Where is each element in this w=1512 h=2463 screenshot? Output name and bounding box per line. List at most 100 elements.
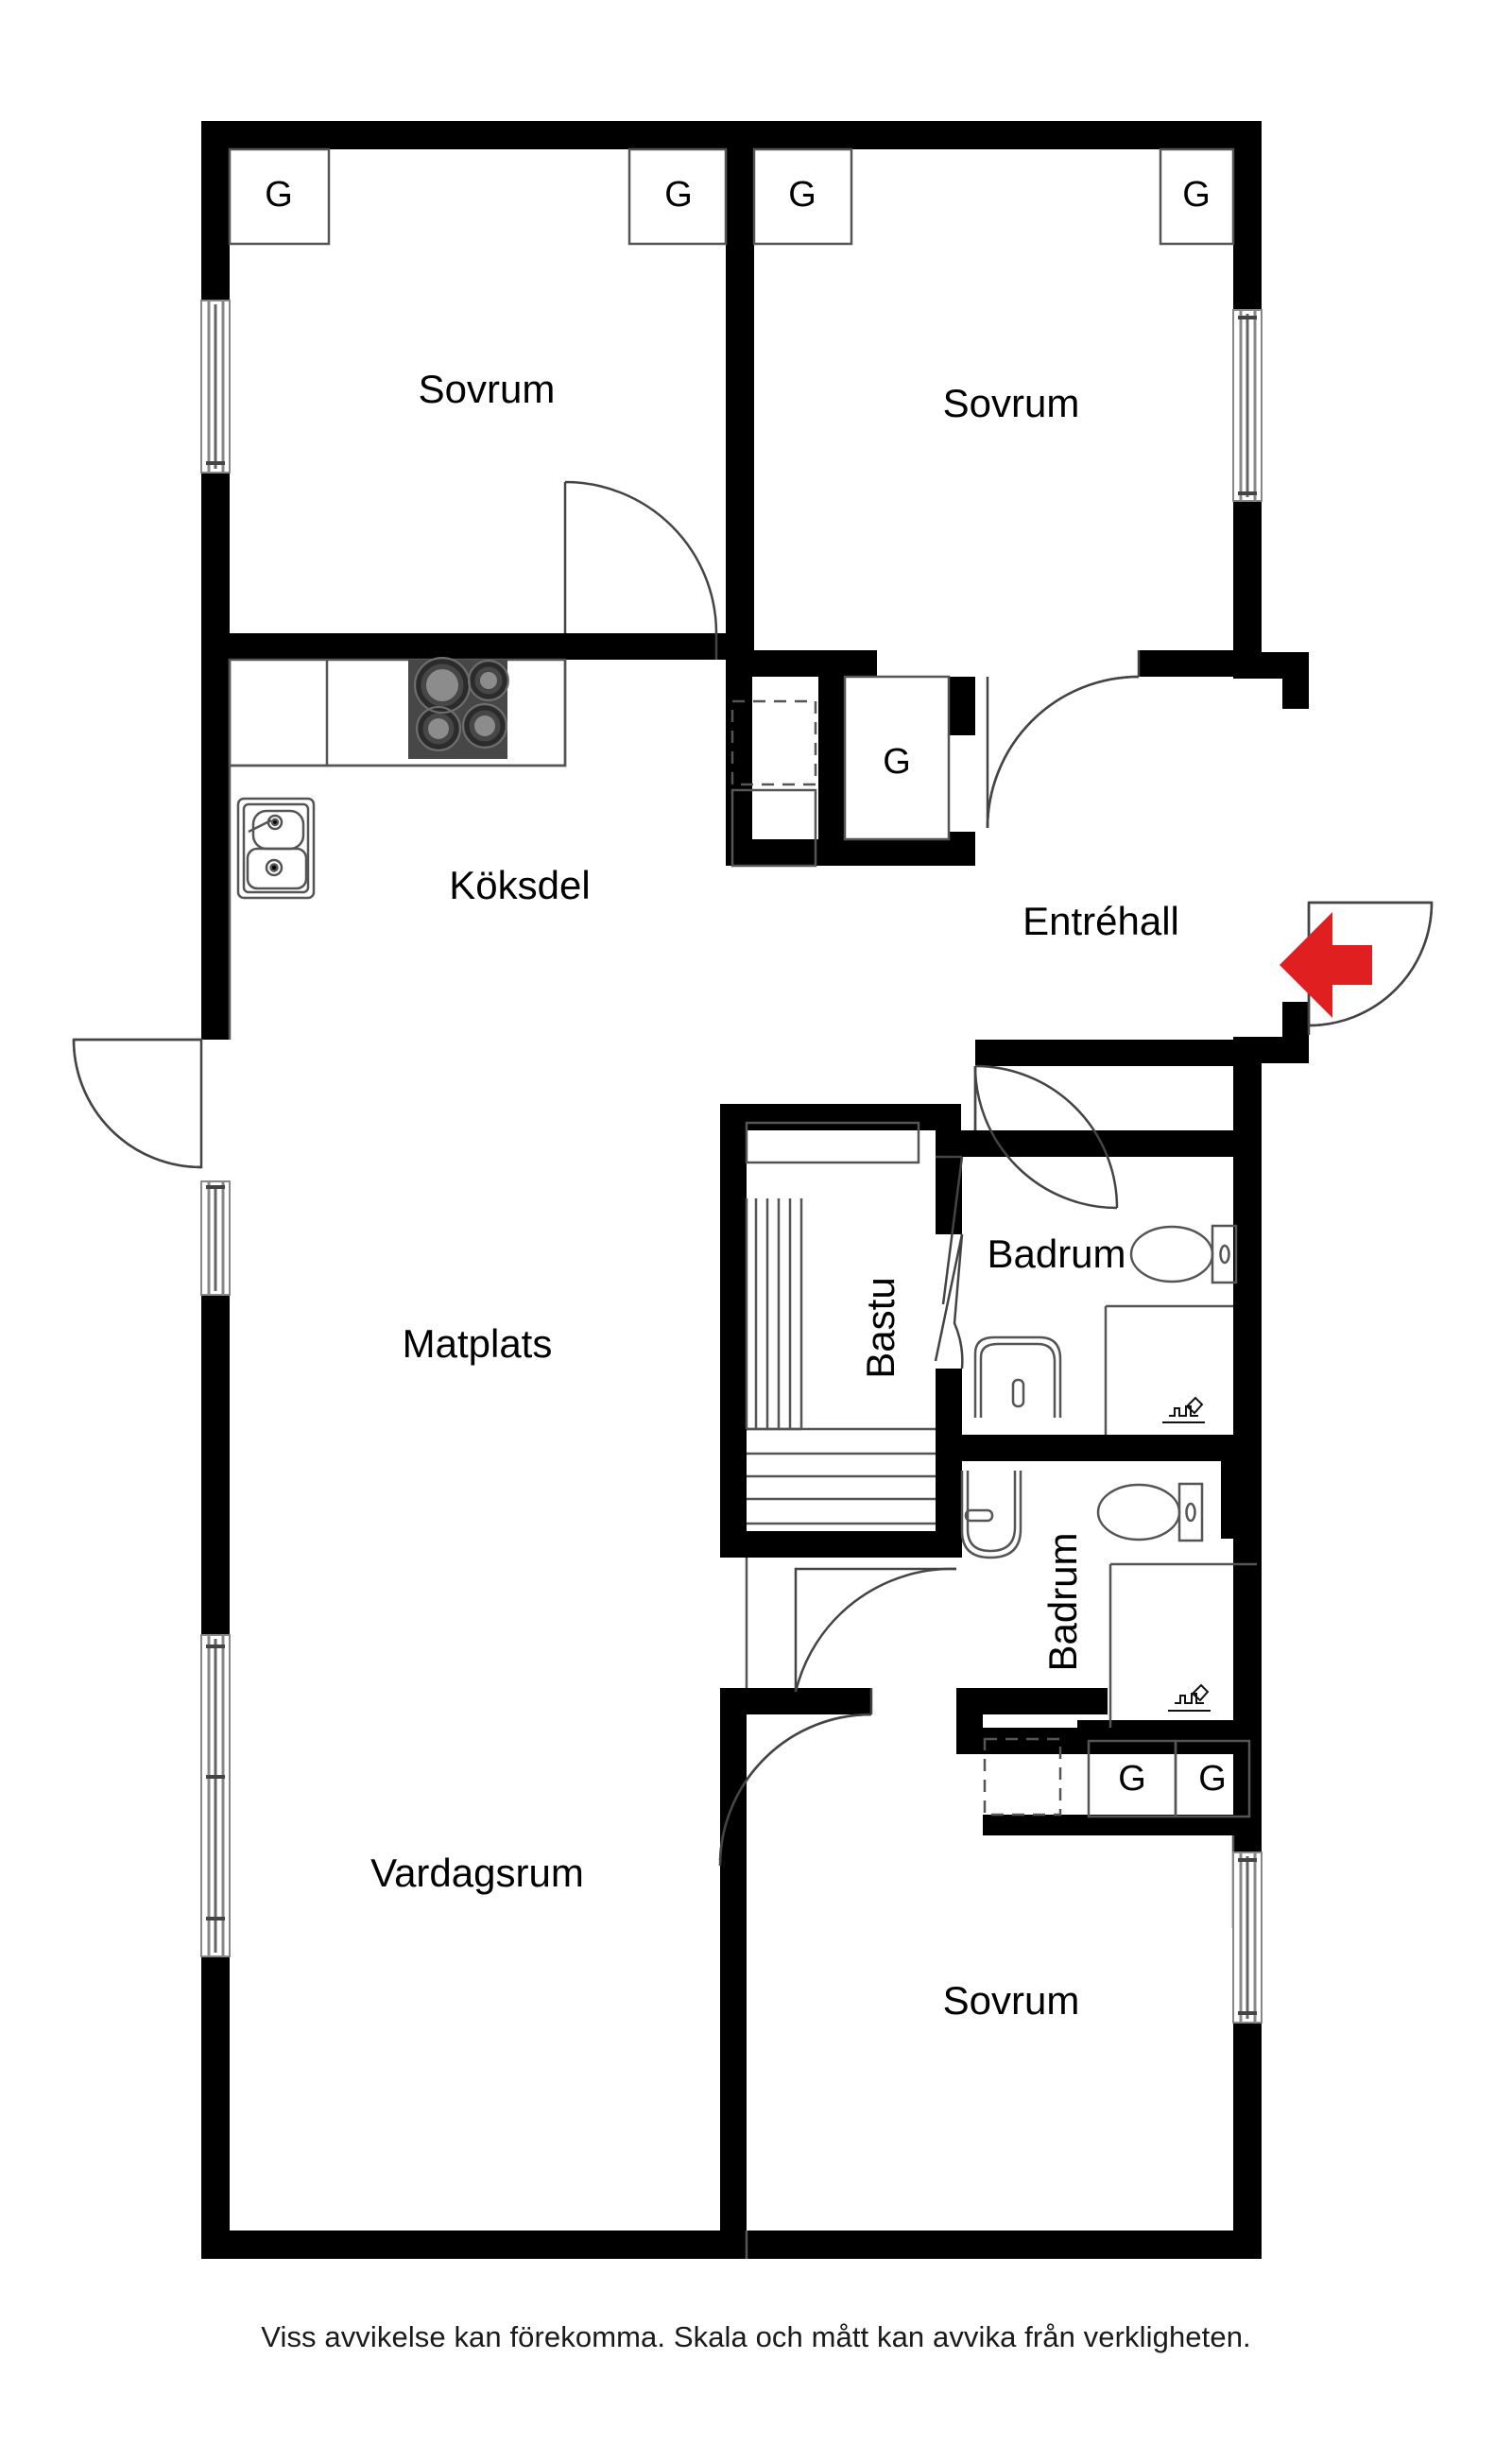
door-sovrum2 — [986, 650, 1141, 829]
room-label-bastu: Bastu — [858, 1277, 902, 1378]
window-right-sovrum2 — [1232, 309, 1263, 502]
door-upper-corridor-2 — [794, 1567, 956, 1692]
wall-div-bedrooms — [726, 121, 754, 650]
closet-label-1: G — [265, 175, 293, 215]
door-sovrum2-arc — [1139, 677, 1290, 828]
closet-label-3: G — [788, 175, 816, 215]
closet-box-4 — [1159, 147, 1235, 246]
shower-enclosure-badrum2 — [1108, 1562, 1257, 1728]
window-left-sovrum1 — [200, 300, 231, 474]
window-left-matplats — [200, 1180, 231, 1296]
closet-label-5: G — [883, 742, 911, 782]
room-label-badrum-2: Badrum — [1040, 1532, 1085, 1671]
appliance-shelf-hall — [730, 788, 817, 868]
closet-label-2: G — [664, 175, 693, 215]
wall-closet5-right — [949, 677, 975, 735]
room-label-vardagsrum: Vardagsrum — [370, 1851, 584, 1895]
sink-faucet-icon — [248, 818, 272, 834]
door-corridor-arc — [871, 1688, 956, 1714]
room-label-sovrum-3: Sovrum — [943, 1978, 1080, 2023]
wall-right-d — [1282, 652, 1309, 709]
closet-label-7: G — [1198, 1759, 1227, 1799]
sink-drain-lower — [265, 858, 284, 877]
appliance-box-badrum2 — [983, 1737, 1062, 1817]
window-right-sovrum3 — [1232, 1852, 1263, 2024]
washbasin-badrum1 — [973, 1335, 1062, 1418]
wall-left-d — [201, 1956, 230, 2259]
wall-hall-bottom-a — [975, 1040, 1233, 1066]
wall-closet-row-top — [1077, 1720, 1247, 1747]
thin-line-group — [228, 147, 1257, 2259]
wall-left-b — [201, 473, 230, 1040]
kitchen-counter-top — [228, 658, 567, 767]
closet-label-4: G — [1182, 175, 1211, 215]
wall-bastu-left — [720, 1104, 747, 1558]
toilet-badrum2 — [1096, 1482, 1204, 1542]
shower-enclosure-badrum1 — [1104, 1304, 1233, 1435]
sink-drain-upper-dot — [270, 818, 280, 827]
room-label-group: Sovrum Sovrum Köksdel Entréhall Matplats… — [370, 367, 1179, 2023]
wall-sovrum2-bottom-l — [726, 650, 877, 677]
wall-left-a — [201, 121, 230, 301]
closet-box-7 — [1174, 1739, 1251, 1818]
wall-closet5-left — [818, 677, 845, 866]
door-arc-overlay — [718, 675, 1140, 1867]
room-label-matplats: Matplats — [403, 1321, 553, 1366]
closet-label-group: G G G G G G G — [265, 175, 1227, 1799]
room-label-sovrum-2: Sovrum — [943, 381, 1080, 425]
wall-lower-top — [720, 1688, 871, 1714]
wall-lower-left-vert — [720, 1688, 747, 2259]
sauna-slats-horizontal — [747, 1427, 936, 1525]
wall-badrum1-top — [962, 1130, 1236, 1157]
door-west-arc — [72, 1039, 202, 1169]
door-badrum1 — [936, 1155, 964, 1305]
wall-bastu-right-b — [936, 1369, 962, 1461]
door-sovrum1 — [563, 480, 718, 634]
wall-group — [201, 121, 1309, 2259]
sink-outer — [236, 797, 316, 900]
wall-sovrum1-bottom — [230, 633, 565, 660]
wall-right-f — [1233, 1037, 1309, 1063]
stove-cooktop — [408, 657, 509, 759]
door-arc-corridor — [718, 1713, 872, 1867]
door-west-exterior — [72, 1038, 203, 1169]
room-label-badrum-1: Badrum — [987, 1232, 1125, 1276]
wall-bastu-top — [720, 1104, 961, 1130]
wall-closet-row-bottom — [983, 1815, 1252, 1835]
door-arc-sovrum2 — [986, 675, 1140, 829]
door-bastu-leaf — [934, 1233, 964, 1362]
closet-label-6: G — [1118, 1759, 1146, 1799]
room-label-entrehall: Entréhall — [1022, 899, 1179, 943]
wall-badrum1-bottom — [962, 1435, 1262, 1461]
wall-laundry-left — [726, 677, 752, 866]
appliance-box-hall — [730, 699, 817, 786]
wall-sovrum1-bottom-2 — [565, 633, 754, 660]
wall-badrum1-right-nub — [1221, 1435, 1262, 1539]
washbasin-badrum2 — [960, 1471, 1022, 1559]
door-bastu — [953, 1233, 964, 1369]
plan-disclaimer-caption: Viss avvikelse kan förekomma. Skala och … — [261, 2320, 1251, 2353]
door-arc-hall — [974, 1064, 1119, 1209]
sink-drain-lower-dot — [269, 863, 279, 872]
wall-badrum2-left — [936, 1461, 962, 1532]
room-label-sovrum-1: Sovrum — [419, 367, 556, 411]
closet-box-3 — [752, 147, 853, 246]
closet-box-5 — [843, 675, 951, 841]
shower-fitting-badrum2 — [1168, 1683, 1211, 1712]
room-label-koksdel: Köksdel — [449, 863, 590, 907]
door-upper-corridor — [794, 1567, 957, 1693]
door-entrance-arc — [1308, 902, 1434, 1027]
wall-right-b — [1233, 501, 1262, 652]
sauna-shelf-top — [745, 1121, 920, 1164]
wall-closet5-bottom — [726, 839, 975, 866]
toilet-badrum1 — [1129, 1224, 1238, 1284]
wall-bastu-bottom — [720, 1531, 962, 1558]
sink-inner — [242, 802, 310, 894]
window-left-vardagsrum — [200, 1634, 231, 1957]
shower-fitting-badrum1 — [1162, 1396, 1205, 1423]
sauna-slats-vertical — [745, 1198, 803, 1431]
entrance-arrow — [1280, 912, 1372, 1018]
wall-closet-nook-top — [956, 1688, 1108, 1714]
